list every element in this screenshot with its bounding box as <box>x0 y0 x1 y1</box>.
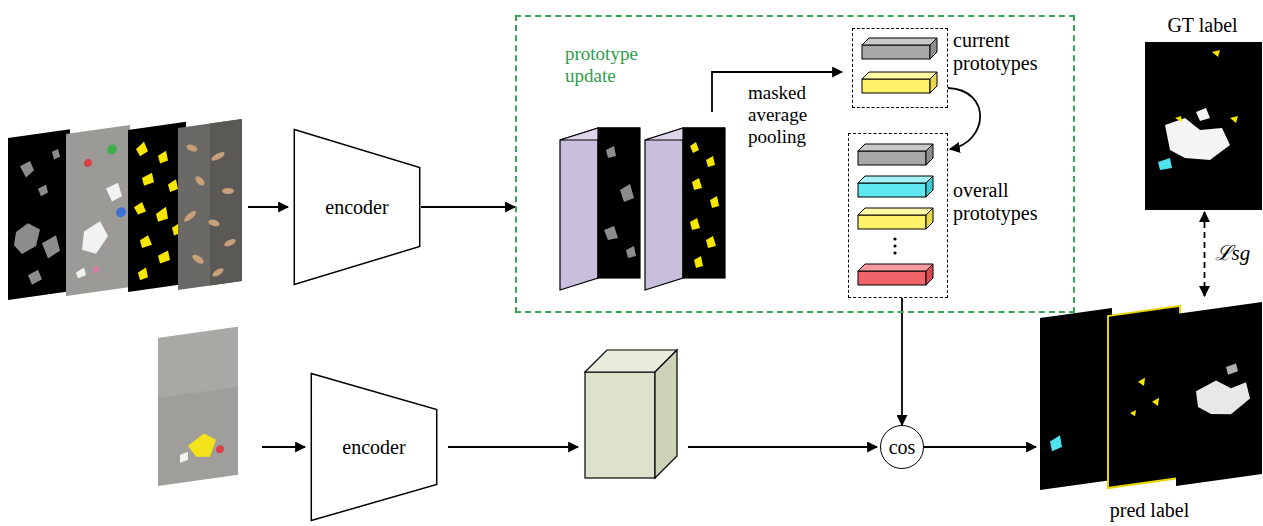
query-image <box>158 327 238 486</box>
pred-label-panel: pred label <box>1036 296 1263 526</box>
operation-label: masked average pooling <box>748 82 848 148</box>
flow-arrow <box>688 446 877 448</box>
prototype-bar <box>862 38 937 59</box>
gt-mask <box>1145 42 1262 210</box>
trapezoid-shape <box>294 130 419 285</box>
feature-cube <box>560 128 640 290</box>
arrow-connector <box>901 298 903 425</box>
encoder-label: encoder <box>342 436 405 459</box>
group-label: overall prototypes <box>953 179 1048 225</box>
support-mask <box>128 122 186 292</box>
encoder-label: encoder <box>325 196 388 219</box>
support-image <box>66 125 130 296</box>
prototype-bar <box>858 208 933 229</box>
flow-arrow <box>248 206 288 208</box>
op-label: cos <box>889 436 916 459</box>
pred-mask <box>1108 306 1180 488</box>
cosine-op: cos <box>880 425 924 469</box>
trapezoid-shape <box>311 374 436 521</box>
prototype-bar <box>858 264 933 285</box>
panel-title: pred label <box>1036 499 1263 522</box>
prototype-update-region: prototype update current prototypes overal… <box>515 15 1075 313</box>
feature-cube <box>645 128 725 290</box>
arrow-connector <box>421 206 515 208</box>
support-image <box>178 119 242 290</box>
prototype-bar <box>858 176 933 197</box>
encoder-block: encoder <box>293 128 421 286</box>
pred-mask <box>1176 302 1262 486</box>
prototype-bar <box>858 144 933 165</box>
flow-arrow <box>262 446 305 448</box>
arrow-connector <box>924 446 1036 448</box>
prototype-group: overall prototypes <box>848 133 948 298</box>
prototype-group: current prototypes <box>852 28 948 108</box>
support-mask <box>8 129 70 300</box>
feature-mask <box>604 146 636 258</box>
ellipsis-dots <box>893 237 896 254</box>
group-label: current prototypes <box>953 29 1048 75</box>
query-feature-cube <box>585 350 677 478</box>
prototype-bar <box>862 72 937 93</box>
gt-label-panel: GT label <box>1142 8 1263 212</box>
flow-arrow <box>448 446 578 448</box>
arrow-connector <box>948 88 980 149</box>
arrow-connector <box>1204 212 1206 296</box>
loss-label: ℒsg <box>1215 242 1251 265</box>
feature-mask <box>690 142 719 268</box>
pred-mask <box>1040 308 1112 490</box>
region-title: prototype update <box>565 43 665 87</box>
panel-title: GT label <box>1142 14 1263 37</box>
encoder-block: encoder <box>310 372 438 522</box>
